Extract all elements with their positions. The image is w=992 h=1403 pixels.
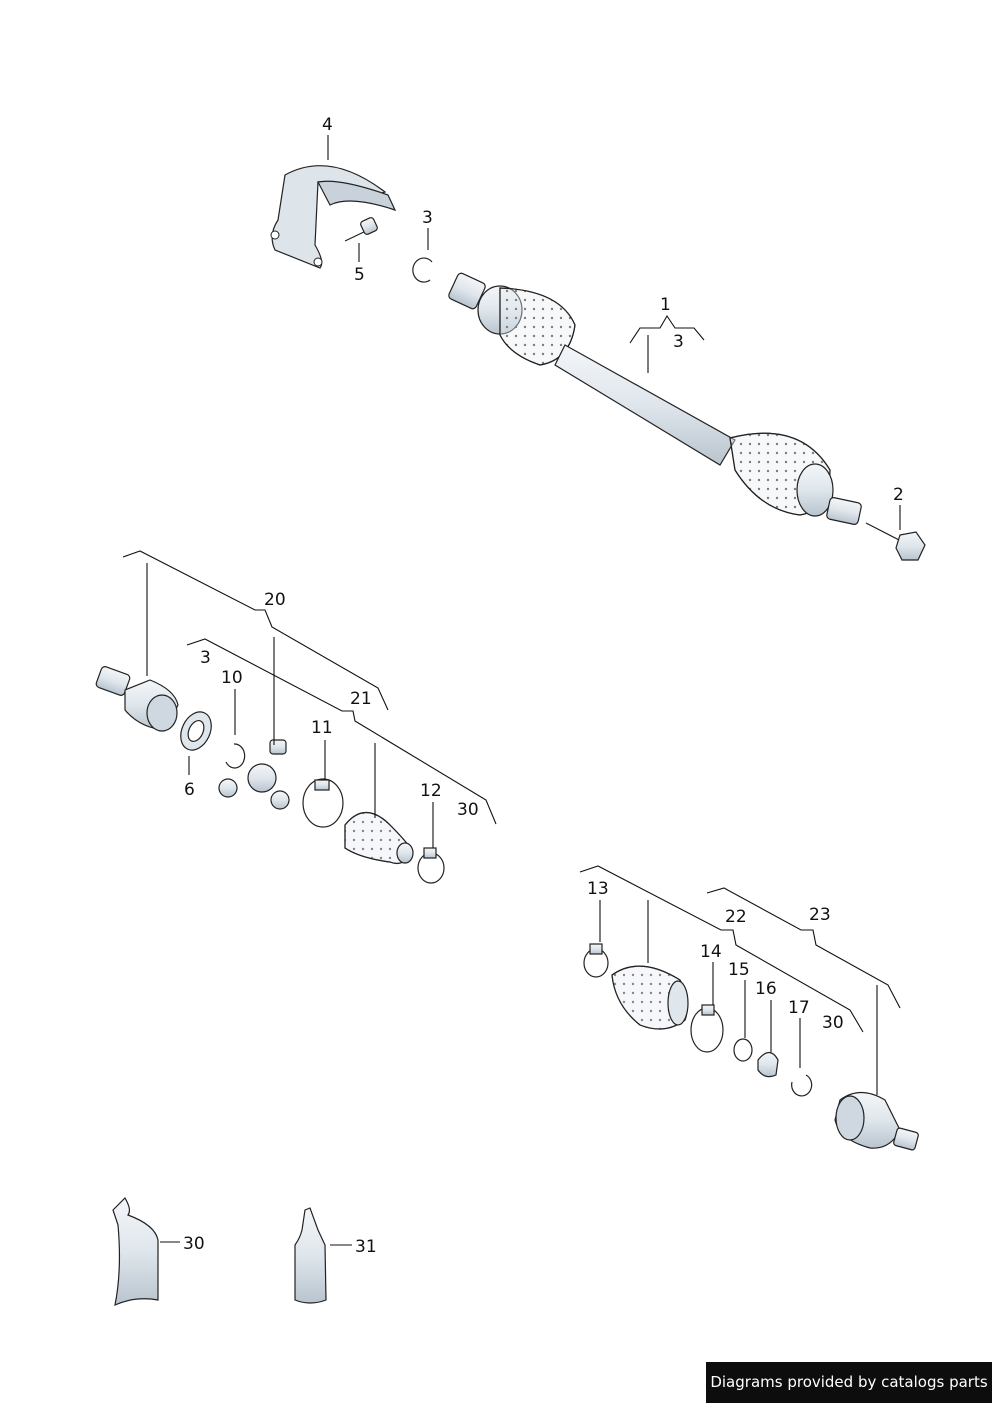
callout-16: 16 [755,979,777,999]
leader-lines [122,135,901,1246]
callout-10: 10 [221,668,243,688]
callout-22: 22 [725,907,747,927]
outer-cv-joint-icon[interactable] [834,1091,919,1151]
seal-ring-icon[interactable] [175,707,217,755]
boot-icon[interactable] [344,811,414,865]
clamp-icon[interactable] [417,847,445,884]
tripod-icon[interactable] [218,739,290,810]
callout-6: 6 [184,780,195,800]
clamp-icon[interactable] [583,943,609,978]
callout-20: 20 [264,590,286,610]
credit-banner: Diagrams provided by catalogs parts [706,1362,992,1403]
heat-shield-icon[interactable] [270,165,397,269]
circlip-icon[interactable] [225,743,246,769]
callout-15: 15 [728,960,750,980]
callout-1: 1 [660,295,671,315]
callout-30-tube: 30 [183,1234,205,1254]
callout-12: 12 [420,781,442,801]
callout-4: 4 [322,115,333,135]
callout-5: 5 [354,265,365,285]
callout-14: 14 [700,942,722,962]
callout-30-right: 30 [822,1013,844,1033]
callout-23: 23 [809,905,831,925]
circlip-icon[interactable] [412,257,433,283]
cone-ring-icon[interactable] [757,1051,779,1078]
drive-shaft-icon[interactable] [447,272,862,525]
callout-31: 31 [355,1237,377,1257]
callout-labels: 1 3 2 4 3 5 20 3 10 21 11 12 6 30 13 23 … [183,115,904,1257]
hex-bolt-icon[interactable] [865,522,926,561]
inner-cv-joint-icon[interactable] [95,666,179,732]
bottle-icon[interactable] [294,1207,327,1304]
callout-30-left: 30 [457,800,479,820]
clamp-icon[interactable] [302,778,344,828]
circlip-icon[interactable] [791,1074,813,1097]
callout-3-left: 3 [200,648,211,668]
callout-17: 17 [788,998,810,1018]
bolt-icon[interactable] [344,217,378,242]
callout-3-bracket: 3 [673,332,684,352]
boot-icon[interactable] [611,965,689,1030]
tube-icon[interactable] [112,1197,159,1307]
callout-13: 13 [587,879,609,899]
clamp-icon[interactable] [690,1004,724,1053]
callout-11: 11 [311,718,333,738]
callout-21: 21 [350,689,372,709]
callout-2: 2 [893,485,904,505]
ring-icon[interactable] [733,1038,753,1062]
callout-3-top: 3 [422,208,433,228]
